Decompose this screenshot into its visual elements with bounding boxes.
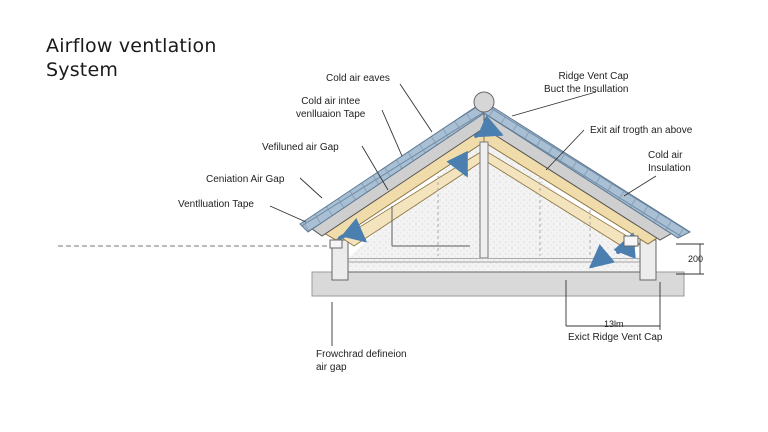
- label-cold-air-intake: Cold air intee venlluaion Tape: [296, 96, 366, 120]
- label-dimension-width: 13lm: [604, 319, 624, 329]
- right-wall: [639, 239, 657, 281]
- attic-frame: [391, 206, 470, 247]
- king-post: [479, 141, 489, 259]
- left-eave-vent: [329, 239, 343, 249]
- width-dimension: [566, 282, 661, 330]
- label-dimension-height: 200: [688, 254, 704, 264]
- label-exit-air: Exit aif trogth an above: [590, 125, 693, 136]
- label-ventilation-air-gap: Ceniation Air Gap: [206, 174, 285, 185]
- label-ridge-vent-cap: Ridge Vent Cap Buct the Insullation: [544, 71, 629, 95]
- title-line-2: System: [46, 59, 119, 81]
- label-ventilated-air-gap: Vefiluned air Gap: [262, 142, 339, 153]
- label-exit-ridge-vent-cap: Exict Ridge Vent Cap: [568, 332, 663, 343]
- page-title: Airflow ventlation System: [46, 34, 217, 82]
- title-line-1: Airflow ventlation: [46, 35, 217, 57]
- label-cold-air-insulation: Cold air Insulation: [648, 150, 691, 174]
- foundation-slab: [311, 271, 685, 297]
- right-eave-vent: [623, 235, 639, 247]
- label-cold-air-eaves: Cold air eaves: [326, 73, 390, 84]
- ridge-ball-icon: [473, 91, 495, 113]
- label-frontward-definition: Frowchrad defineion air gap: [316, 349, 407, 373]
- label-ventilation-tape: Ventlluation Tape: [178, 199, 254, 210]
- leader-lines: [269, 83, 657, 346]
- attic-space: [348, 135, 640, 258]
- height-dimension: [676, 243, 704, 275]
